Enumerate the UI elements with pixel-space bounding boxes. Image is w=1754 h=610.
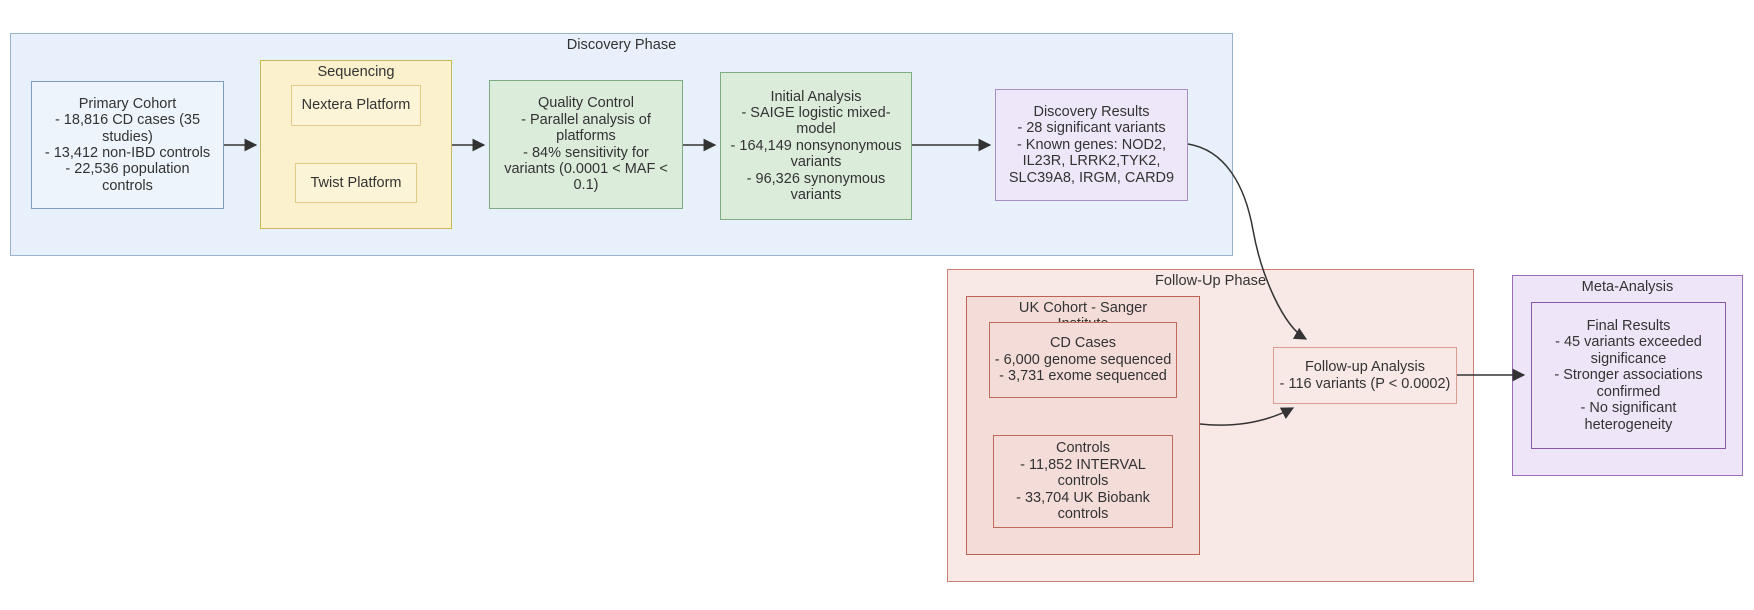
- followup-analysis-node: Follow-up Analysis - 116 variants (P < 0…: [1273, 347, 1457, 404]
- followup-phase-title: Follow-Up Phase: [1154, 273, 1267, 289]
- initial-analysis-node: Initial Analysis - SAIGE logistic mixed-…: [720, 72, 912, 220]
- controls-node: Controls - 11,852 INTERVAL controls - 33…: [993, 435, 1173, 528]
- twist-platform-node: Twist Platform: [295, 163, 417, 203]
- quality-control-node: Quality Control - Parallel analysis of p…: [489, 80, 683, 209]
- sequencing-title: Sequencing: [317, 64, 395, 80]
- primary-cohort-node: Primary Cohort - 18,816 CD cases (35 stu…: [31, 81, 224, 209]
- nextera-platform-node: Nextera Platform: [291, 85, 421, 126]
- cd-cases-node: CD Cases - 6,000 genome sequenced - 3,73…: [989, 322, 1177, 398]
- discovery-results-node: Discovery Results - 28 significant varia…: [995, 89, 1188, 201]
- final-results-node: Final Results - 45 variants exceeded sig…: [1531, 302, 1726, 449]
- meta-analysis-title: Meta-Analysis: [1581, 279, 1674, 295]
- discovery-phase-title: Discovery Phase: [566, 37, 677, 53]
